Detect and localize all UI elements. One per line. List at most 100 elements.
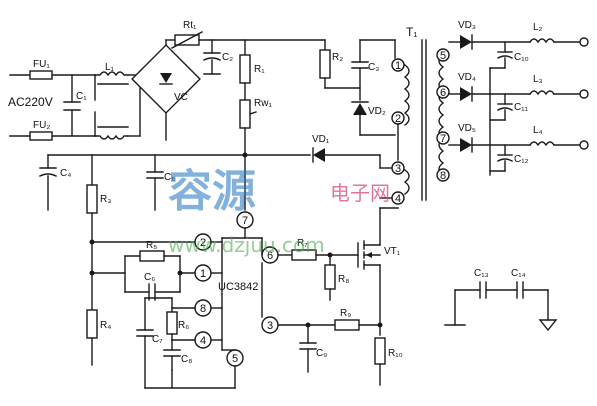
label-fu2: FU₂	[33, 120, 50, 131]
label-c13: C₁₃	[474, 268, 489, 279]
watermark-tagline: 电子网	[330, 181, 390, 205]
label-r1: R₁	[254, 64, 265, 75]
label-r4: R₄	[100, 320, 111, 331]
watermark-url: www.dzjuu.com	[168, 233, 325, 257]
label-ac220v: AC220V	[8, 95, 53, 109]
ic-pin-1: 1	[200, 268, 206, 280]
ground-icon	[538, 319, 558, 332]
label-fu1: FU₁	[33, 59, 50, 70]
winding-pin-7: 7	[440, 133, 446, 145]
resistor-divider: R₃ R₄	[86, 154, 111, 366]
ic-pin-2: 2	[200, 237, 206, 249]
capacitor-c2: C₂	[203, 39, 233, 75]
inductor-l2	[529, 38, 555, 44]
output-terminal-2	[579, 89, 589, 99]
label-vd5: VD₅	[458, 123, 476, 134]
label-c7: C₇	[152, 334, 163, 345]
resistor-r10	[374, 337, 386, 365]
aux-supply: VD₁	[91, 134, 393, 199]
label-r5: R₅	[146, 240, 157, 251]
label-r10: R₁₀	[388, 348, 403, 359]
label-rw1: Rw₁	[254, 98, 272, 109]
label-r2: R₂	[332, 52, 343, 63]
resistor-r3	[86, 184, 98, 214]
label-c9: C₉	[316, 348, 327, 359]
diode-vd5	[460, 138, 472, 152]
resistor-r4	[86, 309, 98, 339]
diode-vd3	[460, 35, 472, 49]
resistor-r1: R₁	[239, 39, 265, 101]
secondary-outputs: VD₃ L₂ C₁₀ VD₄ L₃ C₁₁ VD₅ L₄	[448, 20, 589, 176]
ic-pin-3: 3	[267, 320, 273, 332]
resistor-r9	[334, 319, 360, 331]
output-terminal-1	[579, 37, 589, 47]
potentiometer-rw1: Rw₁	[239, 98, 272, 211]
label-r7: R₇	[297, 238, 308, 249]
thermistor-rt1: Rt₁	[165, 20, 326, 49]
watermark-brand: 容源	[168, 166, 256, 217]
label-t1: T₁	[406, 25, 417, 39]
inductor-l3	[529, 90, 555, 96]
bridge-rectifier-vc: VC	[131, 39, 201, 141]
driver-stage: R₇ R₈ VT₁	[277, 123, 401, 336]
winding-pin-6: 6	[440, 87, 446, 99]
label-rt1: Rt₁	[183, 20, 197, 31]
input-section: FU₁ FU₂ AC220V C₁ L₁	[8, 59, 141, 141]
diode-vd1	[313, 148, 325, 162]
winding-pin-4: 4	[395, 193, 401, 205]
label-vd2: VD₂	[368, 106, 386, 117]
current-sense: R₉ C₉ R₁₀	[277, 308, 403, 386]
winding-pin-1: 1	[395, 60, 401, 72]
resistor-r6	[166, 311, 178, 335]
label-c11: C₁₁	[514, 102, 529, 113]
label-r9: R₉	[340, 308, 351, 319]
label-c14: C₁₄	[511, 268, 526, 279]
ic-pin-8: 8	[200, 303, 206, 315]
label-c6: C₆	[144, 272, 155, 283]
winding-pin-2: 2	[395, 113, 401, 125]
capacitor-c4: C₄	[39, 154, 93, 211]
diode-vd2	[353, 103, 367, 115]
label-l4: L₄	[533, 125, 543, 136]
watermark: 容源 电子网 www.dzjuu.com	[168, 166, 390, 257]
snubber-network: R₂ C₃ VD₂	[319, 39, 396, 136]
inductor-l1	[94, 71, 129, 77]
label-vd1: VD₁	[312, 134, 330, 145]
timing-network: R₆ C₇ C₈	[136, 297, 236, 389]
label-vd3: VD₃	[458, 20, 476, 31]
label-l2: L₂	[533, 22, 543, 33]
resistor-r2	[319, 49, 331, 79]
label-c5: C₅	[164, 172, 175, 183]
label-l1: L₁	[105, 62, 115, 73]
ic-label: UC3842	[218, 281, 258, 293]
output-terminal-3	[579, 140, 589, 150]
ic-pin-7: 7	[242, 215, 248, 227]
resistor-r8	[324, 264, 336, 290]
label-vd4: VD₄	[458, 72, 476, 83]
label-r3: R₃	[100, 194, 111, 205]
label-r6: R₆	[178, 320, 189, 331]
label-vt1: VT₁	[384, 246, 401, 257]
label-c1: C₁	[76, 91, 87, 102]
ic-pin-6: 6	[267, 250, 273, 262]
winding-pin-5: 5	[440, 50, 446, 62]
winding-pin-3: 3	[395, 163, 401, 175]
fuse-fu2	[29, 131, 53, 141]
transformer-t1: T₁ 1 2 3 4 5 6 7 8	[391, 25, 450, 205]
ic-pin-5: 5	[232, 353, 238, 365]
label-r8: R₈	[338, 274, 349, 285]
label-c3: C₃	[368, 62, 379, 73]
label-l3: L₃	[533, 74, 543, 85]
label-c4: C₄	[60, 168, 71, 179]
diode-vd4	[460, 87, 472, 101]
label-vc: VC	[174, 92, 188, 103]
ground-coupling: C₁₃ C₁₄	[444, 268, 558, 332]
inductor-l4	[529, 141, 555, 147]
resistor-r5	[139, 250, 165, 262]
label-c2: C₂	[222, 52, 233, 63]
fuse-fu1	[29, 70, 53, 80]
capacitor-c5: C₅	[146, 154, 175, 211]
label-c12: C₁₂	[514, 154, 529, 165]
label-c8: C₈	[181, 354, 192, 365]
